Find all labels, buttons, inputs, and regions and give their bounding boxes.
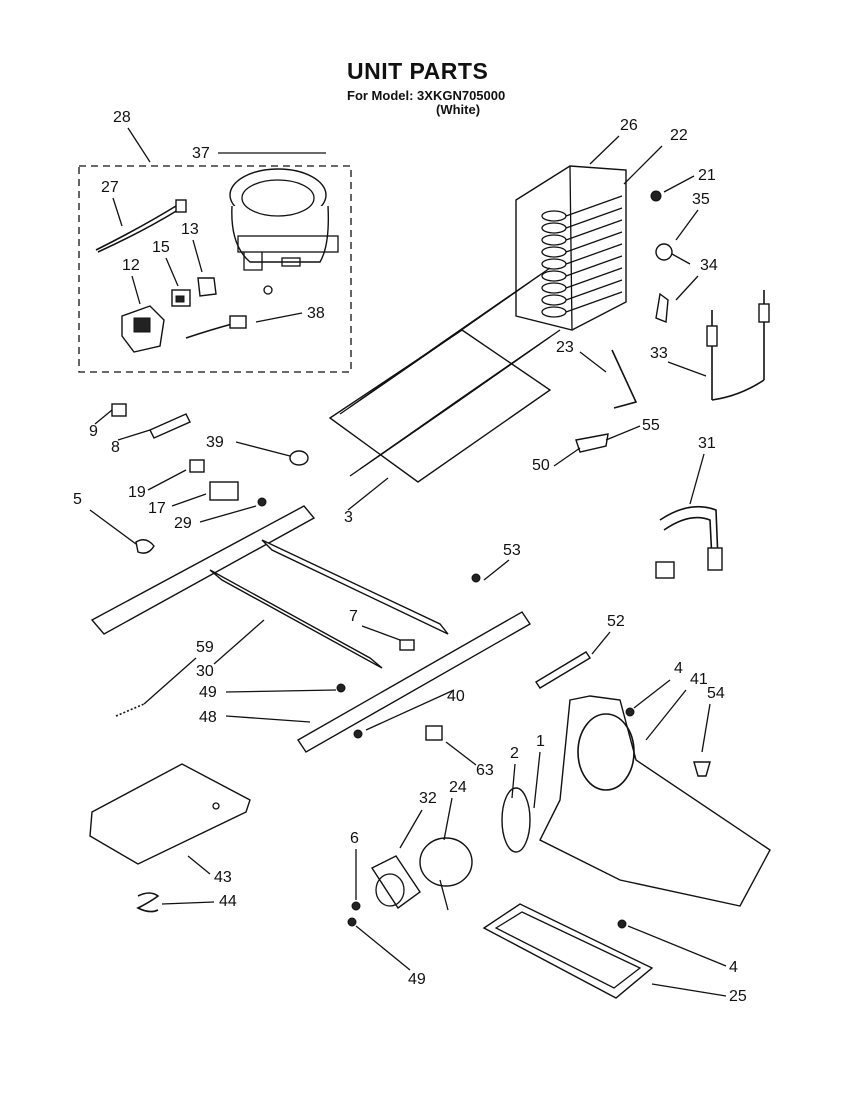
callout-48: 48 <box>199 709 217 726</box>
callout-28: 28 <box>113 109 131 126</box>
evaporator-coil <box>328 267 561 483</box>
power-cord-harness <box>185 315 247 339</box>
callout-6: 6 <box>350 830 359 847</box>
callout-34: 34 <box>700 257 718 274</box>
spring-59 <box>115 703 145 717</box>
grommet-9 <box>111 403 127 417</box>
callout-4b: 4 <box>729 959 738 976</box>
condenser-coil <box>515 165 627 331</box>
thermostat-35 <box>655 243 691 265</box>
callout-labels: 28 37 27 13 15 12 38 26 22 21 35 34 23 3… <box>73 109 747 1005</box>
callout-35: 35 <box>692 191 710 208</box>
wire-tie-52 <box>535 651 591 689</box>
clip-5 <box>135 539 155 554</box>
fan-bracket-41 <box>539 695 771 907</box>
motor-bracket-32 <box>370 855 421 910</box>
frame-rail-30 <box>90 505 449 669</box>
callout-54: 54 <box>707 685 725 702</box>
callout-37: 37 <box>192 145 210 162</box>
callout-52: 52 <box>607 613 625 630</box>
bracket-23 <box>611 349 638 409</box>
callout-53: 53 <box>503 542 521 559</box>
callout-24: 24 <box>449 779 467 796</box>
fan-blade-2 <box>501 787 531 853</box>
callout-63: 63 <box>476 762 494 779</box>
callout-12: 12 <box>122 257 140 274</box>
connector-19 <box>189 459 205 473</box>
callout-27: 27 <box>101 179 119 196</box>
callout-17: 17 <box>148 500 166 517</box>
drain-pan-25 <box>482 903 654 999</box>
nut-63 <box>425 725 443 741</box>
callout-22: 22 <box>670 127 688 144</box>
bushing-54 <box>693 761 711 777</box>
callout-39: 39 <box>206 434 224 451</box>
model-number-label: For Model: 3XKGN705000 <box>347 88 506 103</box>
overload-clip <box>197 277 217 297</box>
fan-motor-24 <box>419 837 473 911</box>
page-title: UNIT PARTS <box>347 58 489 84</box>
grommet-39 <box>289 450 309 466</box>
callout-49b: 49 <box>408 971 426 988</box>
callout-44: 44 <box>219 893 237 910</box>
switch-17 <box>209 481 239 501</box>
callout-5: 5 <box>73 491 82 508</box>
capacitor-27 <box>95 199 187 253</box>
cover-43 <box>89 763 251 865</box>
screw-21 <box>650 190 662 202</box>
leader-lines <box>89 127 727 997</box>
diagram-header: UNIT PARTS For Model: 3XKGN705000 (White… <box>0 0 864 130</box>
callout-25: 25 <box>729 988 747 1005</box>
callout-19: 19 <box>128 484 146 501</box>
clip-34 <box>655 292 669 323</box>
callout-43: 43 <box>214 869 232 886</box>
callout-33: 33 <box>650 345 668 362</box>
callout-31: 31 <box>698 435 716 452</box>
relay <box>171 289 191 307</box>
callout-13: 13 <box>181 221 199 238</box>
compressor <box>229 168 339 295</box>
callout-26: 26 <box>620 117 638 134</box>
callout-55: 55 <box>642 417 660 434</box>
callout-7: 7 <box>349 608 358 625</box>
compressor-kit-box <box>78 165 352 373</box>
callout-50: 50 <box>532 457 550 474</box>
callout-1: 1 <box>536 733 545 750</box>
screw-40 <box>353 729 363 739</box>
tube-8 <box>149 413 191 439</box>
callout-4a: 4 <box>674 660 683 677</box>
callout-15: 15 <box>152 239 170 256</box>
wire-harness-31 <box>655 505 723 579</box>
screw-4 <box>617 707 635 929</box>
frame-rail-48 <box>297 611 531 753</box>
callout-23: 23 <box>556 339 574 356</box>
screw-53 <box>471 573 481 583</box>
color-label: (White) <box>436 102 481 117</box>
clip-50 <box>575 433 609 453</box>
callout-41: 41 <box>690 671 708 688</box>
spring-44 <box>136 892 160 913</box>
callout-59: 59 <box>196 639 214 656</box>
drier-33 <box>706 290 770 401</box>
callout-8: 8 <box>111 439 120 456</box>
callout-30: 30 <box>196 663 214 680</box>
callout-49a: 49 <box>199 684 217 701</box>
callout-40: 40 <box>447 688 465 705</box>
screw-29 <box>257 497 267 507</box>
terminal-cover <box>121 305 165 353</box>
callout-32: 32 <box>419 790 437 807</box>
callout-2: 2 <box>510 745 519 762</box>
screw-49a <box>336 683 346 693</box>
callout-3: 3 <box>344 509 353 526</box>
callout-38: 38 <box>307 305 325 322</box>
callout-29: 29 <box>174 515 192 532</box>
screws-6-49 <box>347 901 361 927</box>
block-7 <box>399 639 415 651</box>
callout-21: 21 <box>698 167 716 184</box>
callout-9: 9 <box>89 423 98 440</box>
